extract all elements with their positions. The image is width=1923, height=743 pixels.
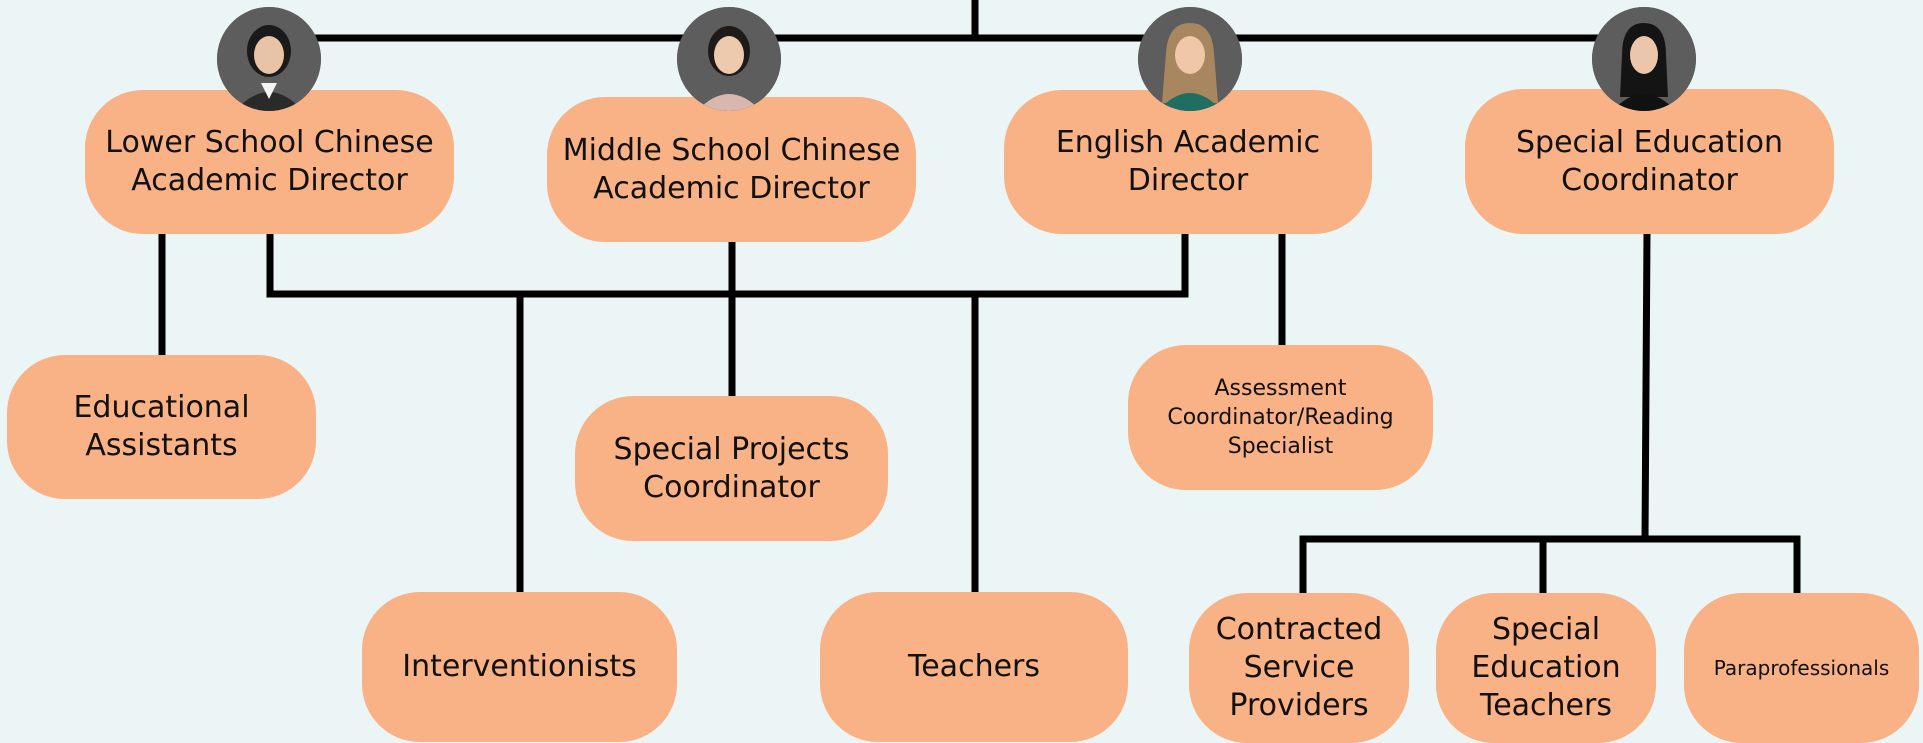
role-line3: Specialist <box>1227 434 1334 459</box>
role-educational-assistants: Educational Assistants <box>7 355 316 499</box>
role-special-education-teachers: Special Education Teachers <box>1436 593 1656 743</box>
person-photo-icon <box>1138 7 1242 111</box>
role-line1: Teachers <box>908 649 1040 684</box>
director-title-line2: Coordinator <box>1561 162 1738 198</box>
role-line3: Providers <box>1229 688 1369 723</box>
avatar <box>1138 7 1242 111</box>
director-title-line1: Special Education <box>1516 124 1783 160</box>
avatar <box>217 7 321 111</box>
role-teachers: Teachers <box>820 592 1128 742</box>
role-line1: Educational <box>73 390 250 425</box>
role-line2: Education <box>1471 650 1621 685</box>
director-middle-school-chinese: Middle School Chinese Academic Director <box>547 97 916 242</box>
director-title-line1: English Academic <box>1055 125 1321 160</box>
avatar <box>1592 7 1696 111</box>
role-line1: Assessment <box>1214 376 1347 401</box>
director-english-academic: English Academic Director <box>1004 90 1372 234</box>
person-photo-icon <box>677 7 781 111</box>
role-line2: Coordinator/Reading <box>1167 405 1394 430</box>
director-title-line2: Academic Director <box>131 163 408 198</box>
role-line2: Service <box>1243 650 1355 685</box>
role-assessment-coordinator: Assessment Coordinator/Reading Specialis… <box>1128 345 1433 490</box>
role-line1: Contracted <box>1215 612 1383 647</box>
director-lower-school-chinese: Lower School Chinese Academic Director <box>85 90 454 234</box>
role-line2: Assistants <box>85 428 238 463</box>
role-line1: Interventionists <box>402 649 637 684</box>
director-title-line2: Academic Director <box>593 170 870 206</box>
role-line1: Paraprofessionals <box>1713 656 1890 680</box>
director-title-line1: Lower School Chinese <box>105 125 434 160</box>
connector-sped-trunk <box>1641 229 1651 543</box>
role-line1: Special Projects <box>613 431 850 467</box>
role-interventionists: Interventionists <box>362 592 677 742</box>
role-paraprofessionals: Paraprofessionals <box>1684 593 1919 743</box>
role-line3: Teachers <box>1479 688 1612 723</box>
director-title-line2: Director <box>1127 163 1249 198</box>
avatar <box>677 7 781 111</box>
role-contracted-service-providers: Contracted Service Providers <box>1189 593 1409 743</box>
role-special-projects-coordinator: Special Projects Coordinator <box>575 396 888 541</box>
person-photo-icon <box>217 7 321 111</box>
role-line1: Special <box>1491 612 1601 647</box>
role-line2: Coordinator <box>643 469 820 505</box>
person-photo-icon <box>1592 7 1696 111</box>
director-special-education: Special Education Coordinator <box>1465 89 1834 234</box>
director-title-line1: Middle School Chinese <box>562 132 901 168</box>
